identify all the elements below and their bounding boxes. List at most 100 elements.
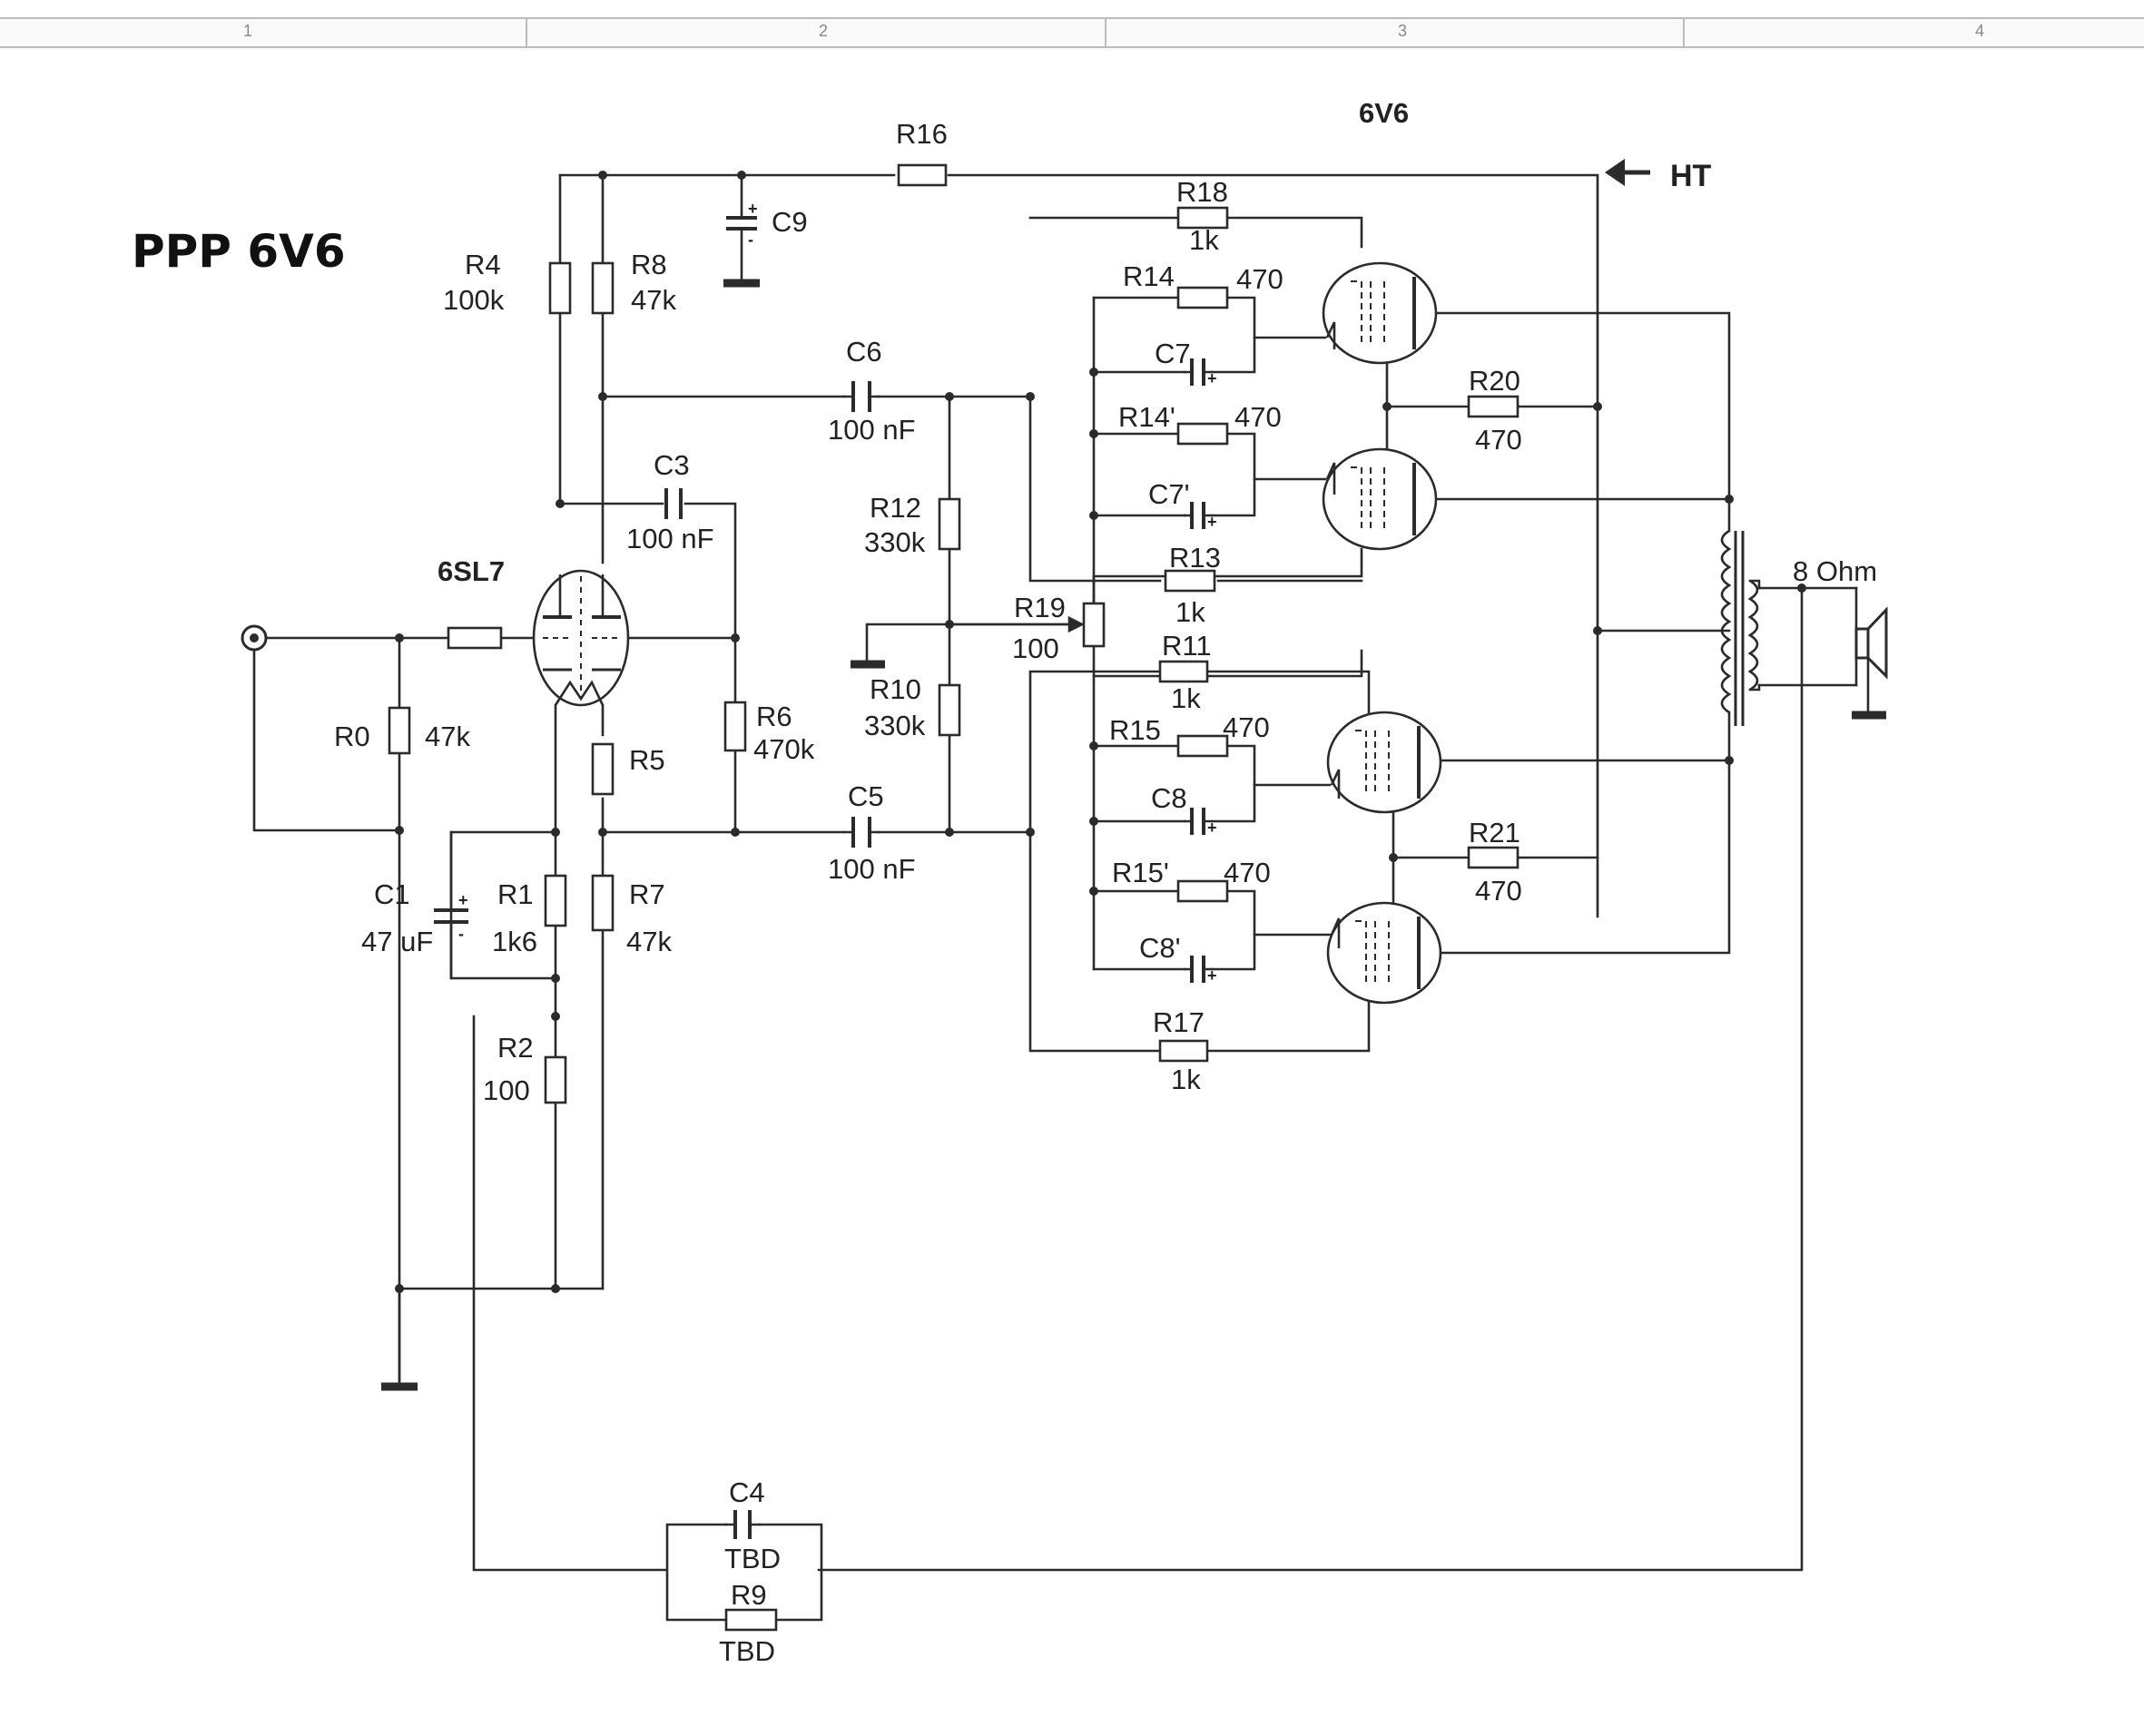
r10-name: R10 (870, 673, 921, 705)
r11-value: 1k (1171, 682, 1201, 714)
r15p-name: R15' (1112, 857, 1169, 888)
svg-text:+: + (1207, 513, 1217, 531)
r19-value: 100 (1012, 633, 1059, 664)
r7-value: 47k (626, 926, 672, 957)
capacitor-c8: + (1183, 808, 1217, 837)
r12-value: 330k (864, 526, 926, 558)
c8p-name: C8' (1139, 932, 1181, 964)
ruler-mark-1: 1 (243, 22, 252, 40)
r1-value: 1k6 (492, 926, 537, 957)
resistor-r16 (897, 163, 948, 187)
tube-6v6-2 (1322, 447, 1438, 551)
resistor-r4 (548, 261, 572, 315)
page-ruler: 1 2 3 4 (0, 16, 2144, 51)
resistor-r11 (1158, 660, 1209, 683)
resistors (388, 163, 1519, 1632)
capacitor-c8-prime: + (1183, 956, 1217, 985)
c5-value: 100 nF (828, 853, 916, 885)
capacitor-c7: + (1183, 358, 1217, 387)
r20-value: 470 (1475, 424, 1522, 456)
resistor-r21 (1467, 846, 1519, 869)
resistor-r5 (591, 742, 615, 796)
output-transformer (1720, 529, 1761, 726)
c9-name: C9 (772, 206, 808, 238)
speaker-icon (1854, 606, 1888, 680)
r9-name: R9 (731, 1579, 767, 1611)
r14-value: 470 (1236, 263, 1283, 295)
r5-name: R5 (629, 744, 665, 776)
speaker-impedance-label: 8 Ohm (1793, 555, 1877, 587)
tube-6v6-1 (1322, 261, 1438, 365)
svg-text:-: - (748, 230, 753, 249)
r14p-name: R14' (1118, 401, 1175, 433)
r7-name: R7 (629, 878, 665, 910)
r2-value: 100 (483, 1074, 530, 1106)
r17-name: R17 (1153, 1006, 1205, 1038)
r17-value: 1k (1171, 1064, 1201, 1095)
r12-name: R12 (870, 492, 921, 524)
resistor-r17 (1158, 1039, 1209, 1063)
c5-name: C5 (848, 780, 884, 812)
wiring (252, 173, 1870, 1622)
resistor-r7 (591, 874, 615, 932)
r8-name: R8 (631, 249, 667, 280)
resistor-r14 (1176, 286, 1229, 309)
resistor-input-grid (447, 626, 503, 650)
resistor-r1 (544, 874, 567, 927)
r19-name: R19 (1014, 592, 1066, 623)
svg-text:-: - (458, 925, 464, 943)
capacitors: + - + - (434, 200, 1217, 1539)
c4-value: TBD (724, 1543, 781, 1574)
resistor-r8 (591, 261, 615, 315)
r15-value: 470 (1223, 711, 1270, 743)
svg-text:+: + (1207, 966, 1217, 985)
resistor-r6 (723, 701, 747, 752)
r19-wiper-arrow-icon (1067, 615, 1085, 633)
ground-symbols (381, 656, 1886, 1391)
r15p-value: 470 (1224, 857, 1271, 888)
c4-name: C4 (729, 1476, 765, 1508)
resistor-r13 (1164, 569, 1216, 593)
resistor-r19 (1082, 602, 1106, 648)
ruler-mark-3: 3 (1398, 22, 1407, 40)
r2-name: R2 (497, 1032, 534, 1064)
r21-value: 470 (1475, 875, 1522, 907)
tube-6v6-3 (1326, 711, 1442, 814)
resistor-r18 (1176, 206, 1229, 230)
r1-name: R1 (497, 878, 534, 910)
resistor-r10 (938, 683, 961, 737)
r0-value: 47k (425, 721, 470, 752)
resistor-r2 (544, 1055, 567, 1104)
resistor-r20 (1467, 395, 1519, 418)
resistor-r14-prime (1176, 422, 1229, 446)
c1-name: C1 (374, 878, 410, 910)
junction-dots (395, 171, 1806, 1293)
r10-value: 330k (864, 710, 926, 741)
c7p-name: C7' (1148, 478, 1190, 510)
r15-name: R15 (1109, 714, 1161, 746)
r6-name: R6 (756, 701, 792, 732)
r4-value: 100k (443, 284, 505, 316)
tube-6v6-4 (1326, 901, 1442, 1005)
r20-name: R20 (1469, 365, 1520, 397)
ht-label: HT (1670, 159, 1712, 193)
r8-value: 47k (631, 284, 676, 316)
ht-arrow-icon (1605, 159, 1650, 186)
r21-name: R21 (1469, 817, 1520, 848)
r14p-value: 470 (1234, 401, 1282, 433)
c1-value: 47 uF (361, 926, 433, 957)
ruler-mark-2: 2 (819, 22, 828, 40)
capacitor-c9: + - (723, 200, 760, 288)
c3-name: C3 (654, 449, 690, 481)
tube-label-6v6: 6V6 (1359, 97, 1409, 129)
c6-value: 100 nF (828, 414, 916, 446)
r18-value: 1k (1189, 224, 1219, 256)
svg-text:+: + (748, 200, 758, 218)
r18-name: R18 (1176, 176, 1228, 208)
r0-name: R0 (334, 721, 370, 752)
r11-name: R11 (1162, 630, 1212, 662)
r4-name: R4 (465, 249, 501, 280)
resistor-r12 (938, 497, 961, 551)
input-jack-icon (241, 624, 268, 652)
